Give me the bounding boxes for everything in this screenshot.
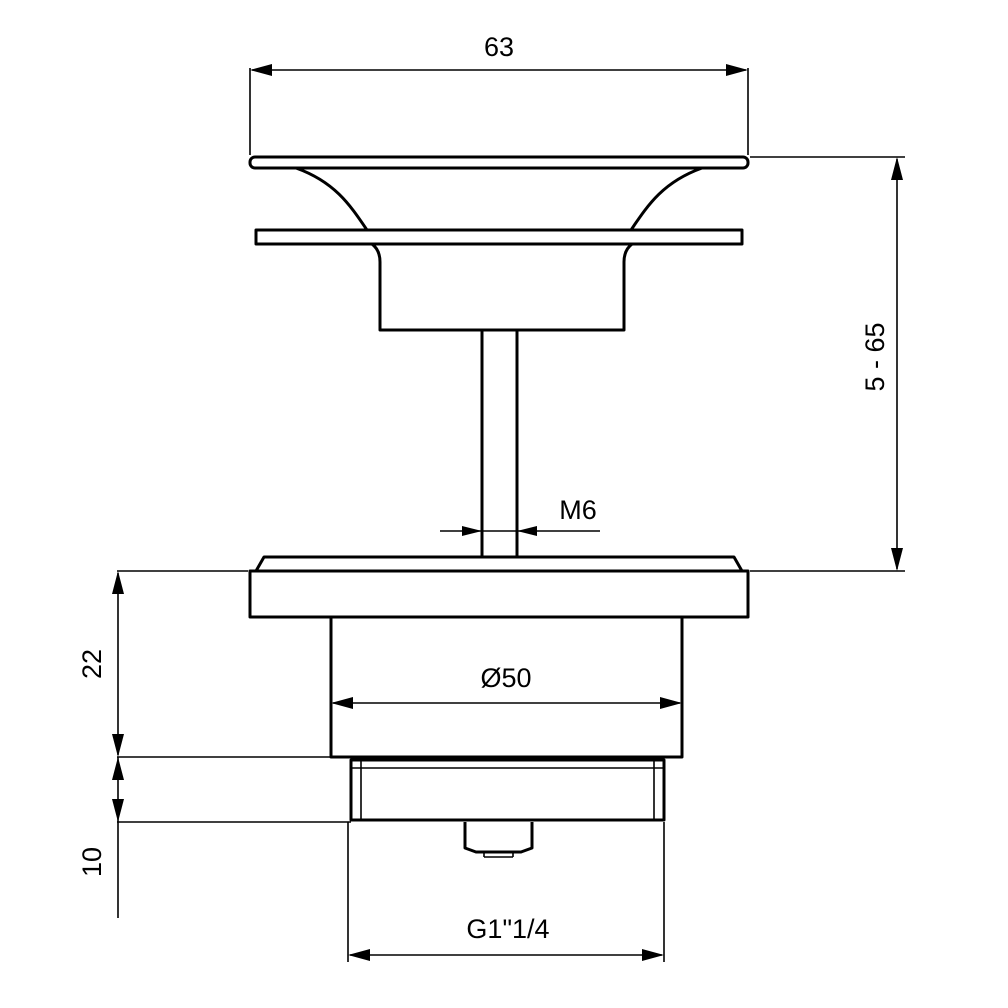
dim-thread-height: 10 bbox=[77, 757, 351, 918]
body-flange bbox=[248, 569, 750, 619]
waste-body bbox=[248, 555, 750, 858]
label-top-width: 63 bbox=[484, 32, 514, 62]
body-cylinder bbox=[329, 615, 684, 759]
label-pipe-thread: G1"1/4 bbox=[466, 914, 549, 944]
dim-body-height: 22 bbox=[77, 570, 331, 758]
cap-cup bbox=[371, 242, 633, 332]
threaded-rod bbox=[480, 330, 519, 556]
bottom-nub bbox=[463, 822, 534, 854]
threaded-section bbox=[349, 758, 666, 822]
dim-body-diameter: Ø50 bbox=[331, 663, 682, 709]
cap-flare-right bbox=[629, 166, 703, 231]
label-adjust-range: 5 - 65 bbox=[860, 322, 890, 391]
body-flange-top bbox=[254, 555, 744, 572]
dim-pipe-thread: G1"1/4 bbox=[347, 822, 665, 962]
label-body-diameter: Ø50 bbox=[480, 663, 531, 693]
cap-flange bbox=[254, 228, 744, 246]
plug-cap bbox=[248, 155, 750, 332]
cap-top-disc bbox=[248, 155, 750, 170]
dim-rod-thread: M6 bbox=[440, 495, 600, 536]
dim-top-width: 63 bbox=[249, 32, 749, 155]
label-body-height: 22 bbox=[77, 649, 107, 679]
dim-adjust-range: 5 - 65 bbox=[750, 156, 905, 572]
cap-flare-left bbox=[295, 166, 369, 231]
label-thread-height: 10 bbox=[77, 847, 107, 877]
label-rod-thread: M6 bbox=[559, 495, 597, 525]
